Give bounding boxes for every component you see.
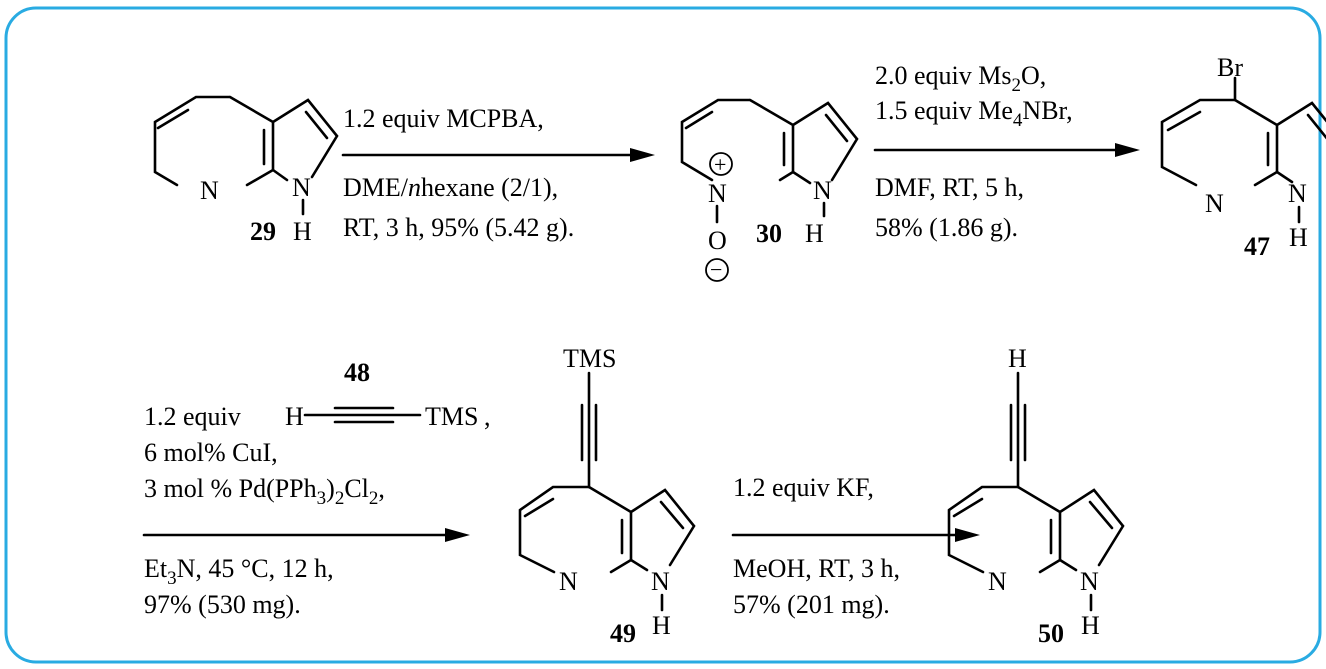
compound-49-n-pyridine: N — [559, 567, 578, 596]
step3-yield: 97% (530 mg). — [144, 590, 301, 619]
arrow-step-1 — [341, 148, 655, 162]
step2-yield: 58% (1.86 g). — [875, 213, 1018, 242]
compound-47-n-pyridine: N — [1205, 189, 1224, 218]
compound-49-label: 49 — [610, 619, 636, 648]
compound-47-h: H — [1289, 223, 1308, 252]
compound-49-structure — [518, 371, 696, 574]
compound-29-label: 29 — [250, 217, 276, 246]
compound-30-plus-charge — [709, 152, 733, 176]
arrow-step-3 — [142, 528, 470, 542]
compound-49-h: H — [652, 611, 671, 640]
compound-50-h: H — [1081, 611, 1100, 640]
step3-reagent-1: 1.2 equiv — [144, 402, 241, 431]
compound-49-n-pyrrole: N — [651, 567, 670, 596]
compound-48-tms: TMS — [425, 402, 478, 431]
compound-30-minus-charge — [705, 258, 729, 282]
compound-30-o: O — [708, 226, 727, 255]
compound-50-label: 50 — [1038, 619, 1064, 648]
step3-reagent-3: 3 mol % Pd(PPh3)2Cl2, — [144, 474, 385, 509]
compound-48-alkyne — [303, 406, 422, 424]
step4-conditions: MeOH, RT, 3 h, — [733, 554, 900, 583]
compound-29-n-pyrrole: N — [292, 173, 311, 202]
scheme-frame — [4, 6, 1322, 664]
step1-solvent: DME/nhexane (2/1), — [343, 173, 558, 202]
compound-47-n-pyrrole: N — [1288, 179, 1307, 208]
compound-50-n-pyridine: N — [988, 567, 1007, 596]
compound-49-tms: TMS — [563, 344, 616, 373]
compound-50-n-pyrrole: N — [1080, 567, 1099, 596]
compound-29-n-pyridine: N — [200, 176, 219, 205]
compound-29-h: H — [293, 217, 312, 246]
step2-conditions: DMF, RT, 5 h, — [875, 173, 1024, 202]
compound-50-structure — [947, 371, 1125, 574]
step4-reagent: 1.2 equiv KF, — [733, 473, 874, 502]
step2-reagent-1: 2.0 equiv Ms2O, — [875, 61, 1046, 96]
compound-29-structure — [153, 95, 339, 187]
compound-47-br: Br — [1217, 53, 1243, 82]
compound-30-h: H — [805, 219, 824, 248]
step1-conditions: RT, 3 h, 95% (5.42 g). — [343, 213, 574, 242]
step4-yield: 57% (201 mg). — [733, 590, 890, 619]
compound-30-minus-sign: − — [710, 257, 722, 282]
step3-reagent-2: 6 mol% CuI, — [144, 438, 278, 467]
compound-48-h: H — [285, 402, 304, 431]
compound-47-label: 47 — [1244, 232, 1270, 261]
compound-30-n-oxide: N — [708, 179, 727, 208]
step3-comma: , — [484, 402, 491, 431]
compound-30-structure — [680, 98, 859, 185]
arrow-step-2 — [873, 143, 1140, 157]
arrow-step-4 — [731, 528, 980, 542]
step1-reagent: 1.2 equiv MCPBA, — [343, 104, 544, 133]
compound-50-h-terminal: H — [1008, 344, 1027, 373]
step2-reagent-2: 1.5 equiv Me4NBr, — [875, 96, 1073, 131]
compound-30-label: 30 — [756, 219, 782, 248]
compound-30-plus-sign: + — [714, 152, 726, 177]
compound-30-n-pyrrole: N — [813, 176, 832, 205]
step3-conditions: Et3N, 45 °C, 12 h, — [144, 554, 334, 589]
compound-48-label: 48 — [344, 358, 370, 387]
